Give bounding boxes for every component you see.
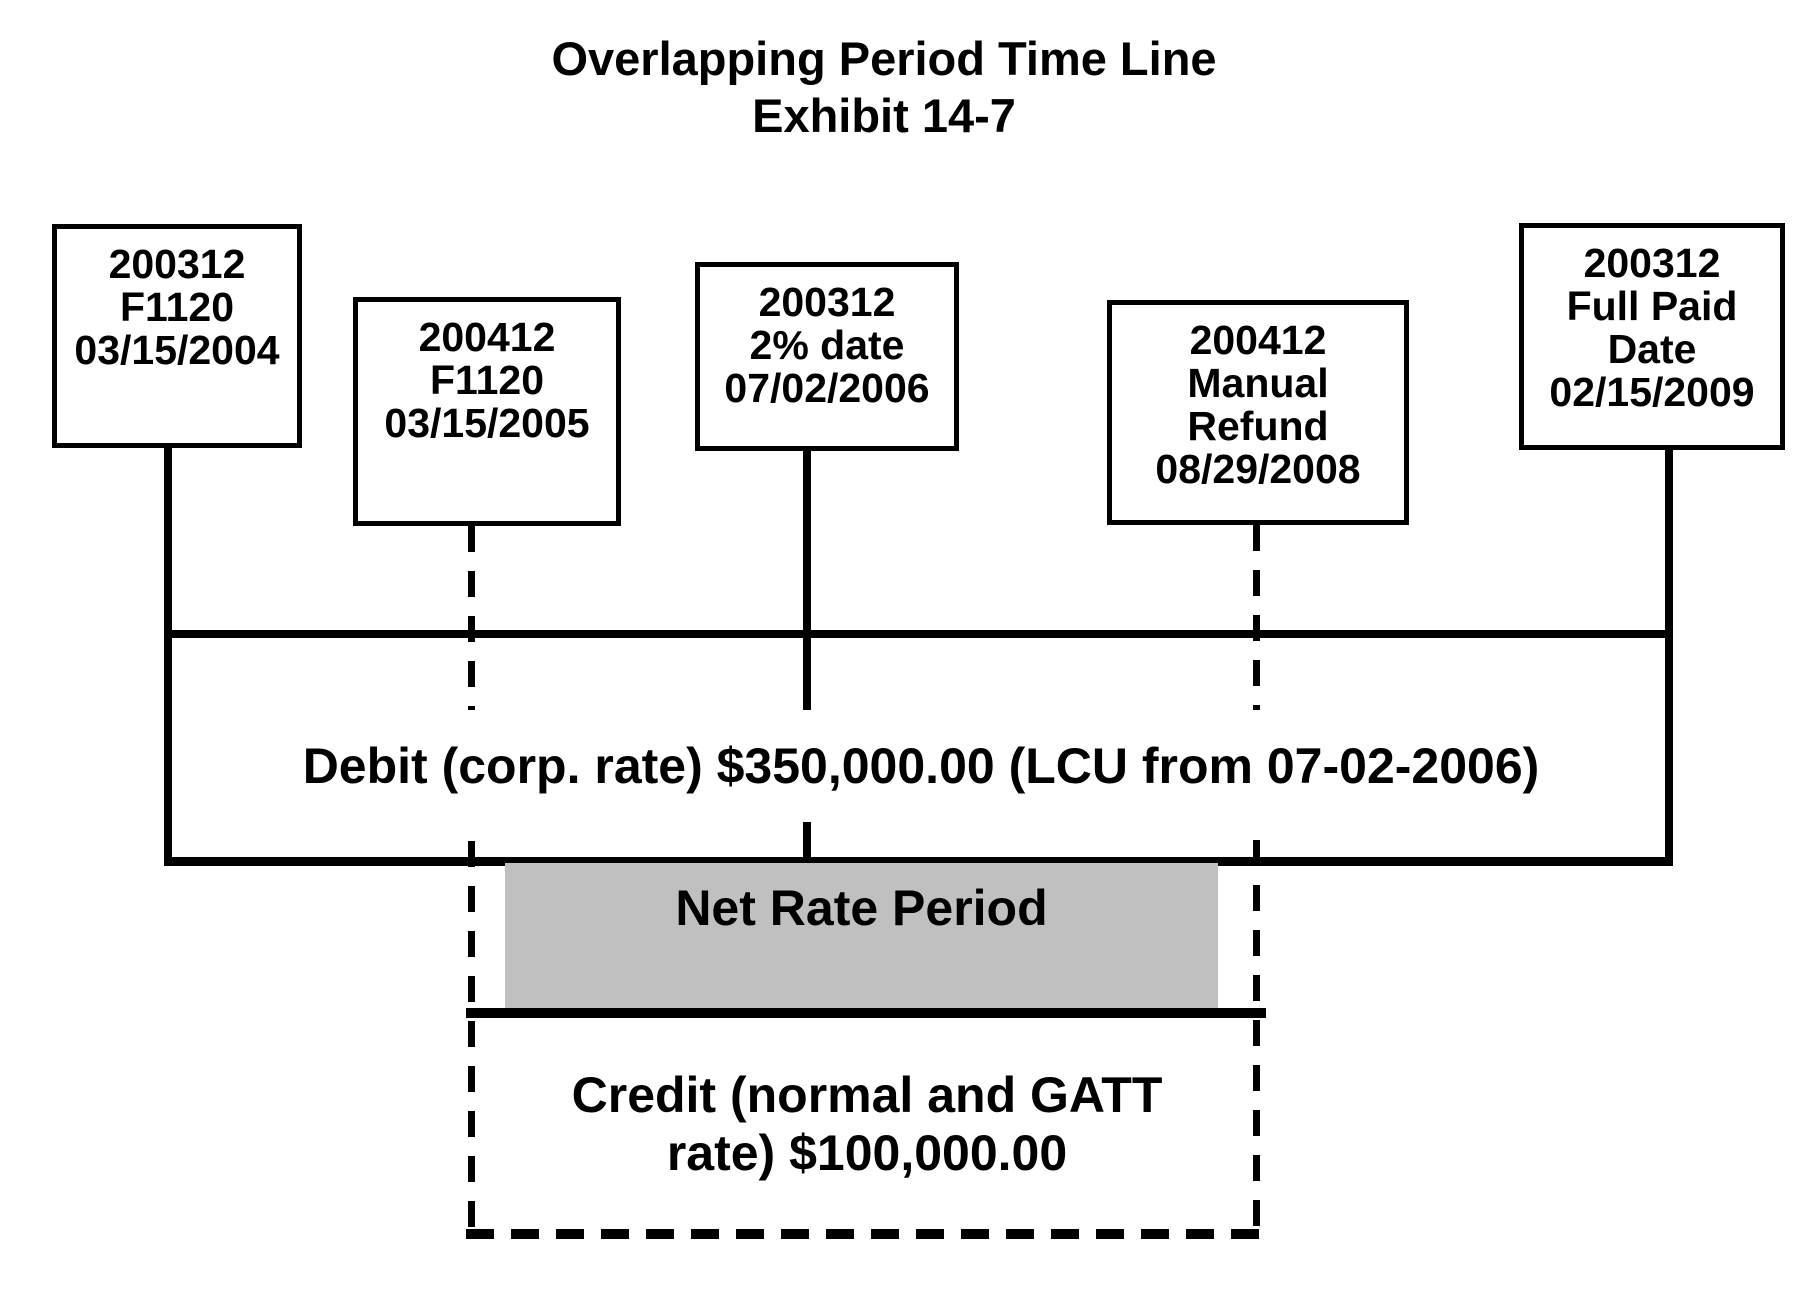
event-box-line: F1120 xyxy=(430,357,544,403)
event-box-line: Manual xyxy=(1187,360,1329,406)
event-box-line: Full Paid xyxy=(1566,283,1738,329)
event-box-200312-f1120: 200312 F1120 03/15/2004 xyxy=(52,224,302,448)
credit-label-line1: Credit (normal and GATT xyxy=(571,1067,1163,1123)
net-rate-period-bar: Net Rate Period xyxy=(505,863,1218,1009)
event-box-line: 2% date xyxy=(749,322,905,368)
credit-label-line2: rate) $100,000.00 xyxy=(666,1125,1068,1181)
dashed-line-200412-f1120 xyxy=(468,526,475,1240)
credit-period-bottom-dashed-line xyxy=(466,1229,1266,1239)
event-box-line: 200312 xyxy=(758,279,896,325)
event-box-line: 03/15/2004 xyxy=(74,327,280,373)
diagram-title: Overlapping Period Time Line Exhibit 14-… xyxy=(0,30,1768,144)
event-box-line: 200412 xyxy=(1189,317,1327,363)
event-box-line: 07/02/2006 xyxy=(724,365,930,411)
event-box-line: F1120 xyxy=(120,284,234,330)
event-box-line: 200312 xyxy=(108,241,246,287)
debit-label: Debit (corp. rate) $350,000.00 (LCU from… xyxy=(285,710,1557,822)
event-box-200312-full-paid: 200312 Full Paid Date 02/15/2009 xyxy=(1519,223,1785,450)
event-box-line: 200412 xyxy=(418,314,556,360)
event-box-line: Refund xyxy=(1187,403,1329,449)
connector-line-full-paid xyxy=(1665,448,1673,638)
net-rate-period-line xyxy=(466,1008,1266,1018)
credit-label: Credit (normal and GATT rate) $100,000.0… xyxy=(472,1066,1262,1182)
event-box-line: 200312 xyxy=(1583,240,1721,286)
event-box-line: 08/29/2008 xyxy=(1155,446,1361,492)
connector-line-2pct-date xyxy=(803,450,811,862)
event-box-200412-manual-refund: 200412 Manual Refund 08/29/2008 xyxy=(1107,300,1409,525)
event-box-200412-f1120: 200412 F1120 03/15/2005 xyxy=(353,297,621,526)
event-box-line: Date xyxy=(1607,326,1697,372)
event-box-line: 03/15/2005 xyxy=(384,400,590,446)
event-box-line: 02/15/2009 xyxy=(1549,369,1755,415)
exhibit-number: Exhibit 14-7 xyxy=(752,89,1016,142)
diagram-title-line1: Overlapping Period Time Line xyxy=(551,32,1217,85)
event-box-200312-2pct-date: 200312 2% date 07/02/2006 xyxy=(695,262,959,451)
net-rate-period-label: Net Rate Period xyxy=(675,880,1048,936)
dashed-line-manual-refund xyxy=(1253,525,1260,1240)
connector-line-200312-f1120 xyxy=(164,446,172,638)
